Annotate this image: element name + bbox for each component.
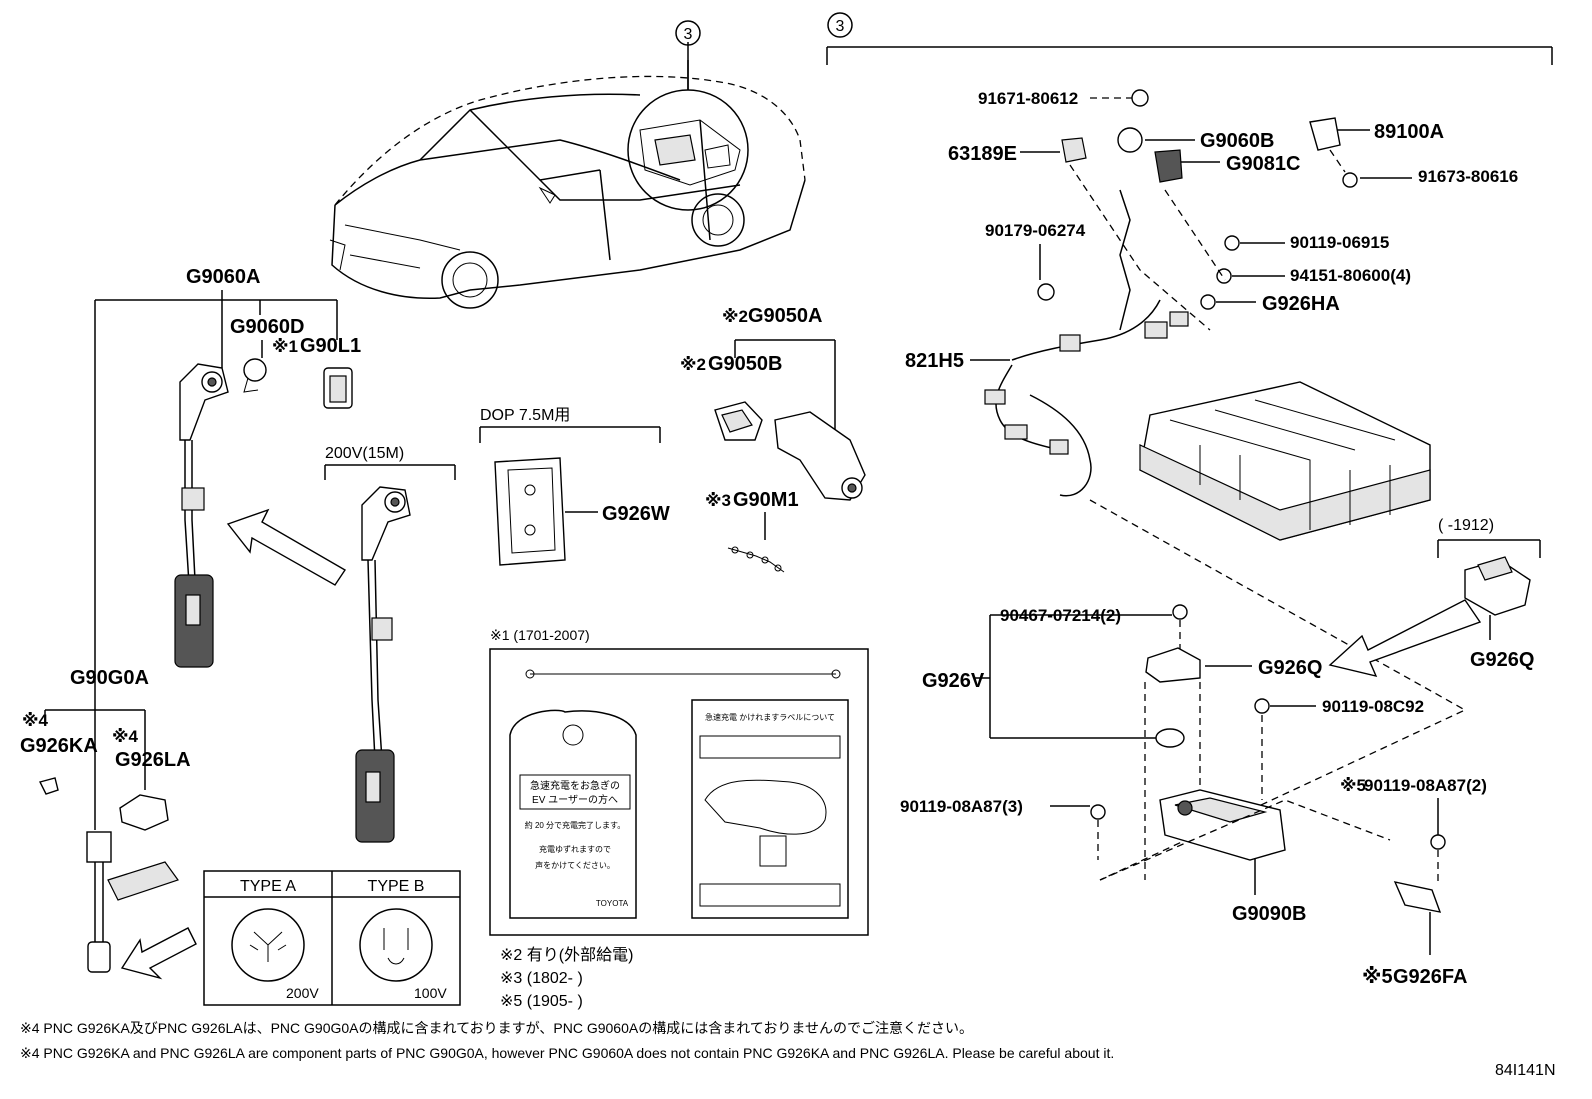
footer-jp: ※4 PNC G926KA及びPNC G926LAは、PNC G90G0Aの構成… [20,1020,973,1036]
label-89100A: 89100A [1374,121,1444,143]
callout-ref-left: 3 [684,26,693,43]
connector-cover-parts: ※2 G9050A ※2 G9050B ※3 G90M1 [680,305,866,573]
note-5: ※5 (1905- ) [500,993,583,1010]
label-94151-80600: 94151-80600(4) [1290,266,1411,285]
label-90119-08C92: 90119-08C92 [1322,697,1424,716]
lower-right-parts: 90467-07214(2) G926Q G926V 90119-08C92 9… [900,604,1487,988]
label-90179-06274: 90179-06274 [985,221,1086,240]
plug-assembly: G90G0A ※4 G926KA ※4 G926LA [20,667,197,980]
label-G926FA: G926FA [1393,966,1467,988]
label-G90L1: G90L1 [300,335,361,357]
label-kit-box: ※1 (1701-2007) 急速充電をお急ぎの EV ユーザーの方へ 約 20… [489,627,869,936]
note-3: ※3 (1802- ) [500,970,583,987]
mark-5-b: ※5 [1362,966,1393,988]
label-200v-15m: 200V(15M) [325,445,404,462]
label-100v: 100V [414,985,447,1001]
battery-pack [1139,381,1431,541]
g926q-variant: ( -1912) G926Q [1328,517,1541,678]
label-G9060D: G9060D [230,316,305,338]
label-type-a: TYPE A [240,878,296,895]
label-90119-08A87-3: 90119-08A87(3) [900,797,1023,816]
tag-brand: TOYOTA [596,899,629,908]
label-G926HA: G926HA [1262,293,1340,315]
tag-line5: 声をかけてください。 [535,860,615,870]
section-bracket: 3 [826,12,1553,65]
tag-line2: EV ユーザーの方へ [532,793,618,806]
box1-title: ※1 (1701-2007) [490,627,590,643]
label-90119-08A87-2: 90119-08A87(2) [1364,776,1487,795]
label-G9060A: G9060A [186,266,261,288]
upper-harness-parts: 91671-80612 63189E G9060B G9081C 89100A … [905,89,1518,881]
tag-line1: 急速充電をお急ぎの [530,779,620,792]
dop-holder: DOP 7.5M用 G926W [479,407,670,566]
label-G926KA: G926KA [20,735,98,757]
label-G9050B: G9050B [708,353,783,375]
mark-2-b: ※2 [680,355,706,374]
label-G9050A: G9050A [748,305,823,327]
mark-5-a: ※5 [1340,776,1366,795]
label-90119-06915: 90119-06915 [1290,233,1389,252]
label-G926W: G926W [602,503,670,525]
tag-line3: 約 20 分で充電完了します。 [525,820,626,830]
label-91671-80612: 91671-80612 [978,89,1078,108]
note-2: ※2 有り(外部給電) [500,946,633,964]
label-63189E: 63189E [948,143,1017,165]
notes: ※2 有り(外部給電) ※3 (1802- ) ※5 (1905- ) [500,946,633,1010]
diagram-id: 84I141N [1495,1062,1556,1079]
label-200v: 200V [286,985,319,1001]
label-G926Q-b: G926Q [1470,649,1534,671]
range-1912: ( -1912) [1438,517,1494,534]
footer: ※4 PNC G926KA及びPNC G926LAは、PNC G90G0Aの構成… [20,1020,1556,1079]
label-G9081C: G9081C [1226,153,1301,175]
charging-cable-assembly: G9060A G9060D ※1 G90L1 [94,266,361,676]
label-G926Q-a: G926Q [1258,657,1322,679]
label-dop: DOP 7.5M用 [480,407,570,424]
footer-en: ※4 PNC G926KA and PNC G926LA are compone… [20,1045,1114,1061]
label-G926LA: G926LA [115,749,191,771]
label-G9090B: G9090B [1232,903,1307,925]
label-821H5: 821H5 [905,350,964,372]
label-91673-80616: 91673-80616 [1418,167,1518,186]
label-G926V: G926V [922,670,985,692]
label-G90G0A: G90G0A [70,667,149,689]
cable-200v-15m: 200V(15M) [324,445,456,843]
label-G9060B: G9060B [1200,130,1275,152]
label-G90M1: G90M1 [733,489,799,511]
sheet-title: 急速充電 かけれますラベルについて [705,712,835,722]
label-type-b: TYPE B [368,878,425,895]
mark-4-b: ※4 [112,727,139,746]
callout-ref-right: 3 [836,18,845,35]
mark-2-a: ※2 [722,307,748,326]
vehicle-illustration: 3 [329,20,806,309]
mark-3-a: ※3 [705,491,731,510]
mark-4-a: ※4 [22,711,49,730]
tag-line4: 充電ゆずれますので [539,844,611,854]
mark-1-a: ※1 [272,337,298,356]
socket-types-box: TYPE A TYPE B 200V 100V [203,870,461,1006]
